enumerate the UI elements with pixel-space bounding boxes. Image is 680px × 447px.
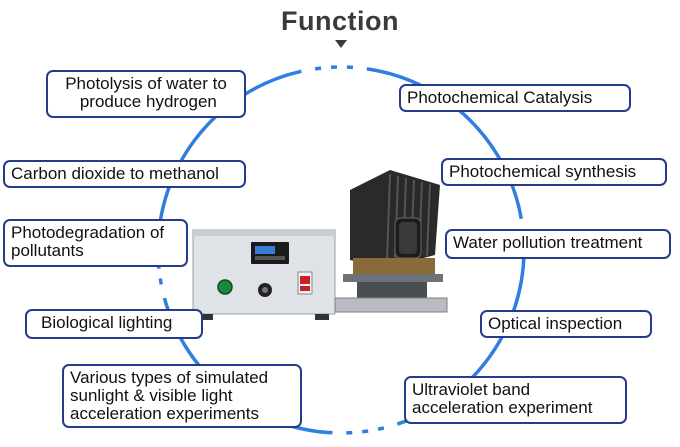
label-photochemical-synthesis: Photochemical synthesis — [441, 158, 667, 186]
label-water-pollution: Water pollution treatment — [445, 229, 671, 259]
sample-stage — [334, 274, 448, 313]
display-readout-icon — [251, 242, 289, 264]
power-switch-icon — [297, 271, 313, 295]
diagram-title: Function — [281, 6, 399, 36]
label-optical-inspection: Optical inspection — [480, 310, 652, 338]
label-biological-lighting: Biological lighting — [25, 309, 203, 339]
power-indicator-light-icon — [217, 279, 233, 295]
lamp-housing-heatsink-icon — [350, 170, 440, 274]
title-down-arrow-icon — [335, 40, 347, 48]
device-illustration — [192, 170, 448, 320]
label-photochemical-catalysis: Photochemical Catalysis — [399, 84, 631, 112]
label-carbon-dioxide: Carbon dioxide to methanol — [3, 160, 246, 188]
label-photolysis: Photolysis of water to produce hydrogen — [46, 70, 246, 118]
label-photodegradation: Photodegradation of pollutants — [3, 219, 188, 267]
knob-icon — [258, 283, 272, 297]
label-ultraviolet-band: Ultraviolet band acceleration experiment — [404, 376, 627, 424]
label-simulated-sunlight: Various types of simulated sunlight & vi… — [62, 364, 302, 428]
